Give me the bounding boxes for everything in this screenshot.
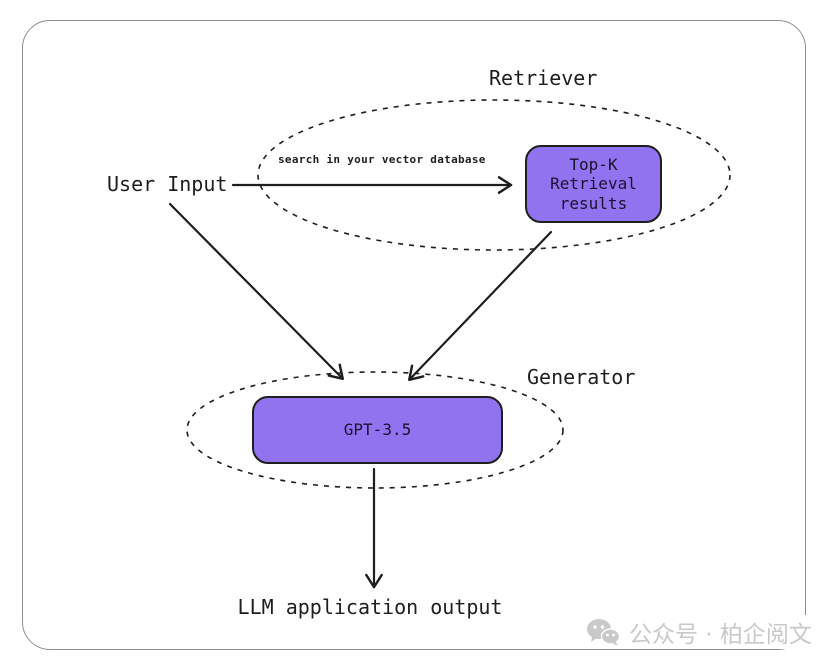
retriever-title: Retriever [489, 66, 598, 90]
wechat-icon [586, 618, 620, 646]
search-annotation: search in your vector database [278, 153, 486, 166]
generator-title: Generator [527, 365, 636, 389]
gpt-3-5-node: GPT-3.5 [252, 396, 503, 464]
top-k-retrieval-results-node: Top-K Retrieval results [525, 145, 662, 223]
generator-ellipse [186, 371, 564, 489]
user-input-to-generator-arrow [168, 202, 344, 380]
diagram-frame [22, 20, 806, 650]
llm-application-output-label: LLM application output [237, 595, 503, 619]
watermark: 公众号 · 柏企阅文 [582, 615, 816, 649]
retriever-ellipse [257, 99, 731, 251]
user-input-label: User Input [107, 172, 228, 196]
retrieval-to-generator-arrow [408, 230, 553, 382]
watermark-text: 公众号 · 柏企阅文 [629, 622, 812, 648]
